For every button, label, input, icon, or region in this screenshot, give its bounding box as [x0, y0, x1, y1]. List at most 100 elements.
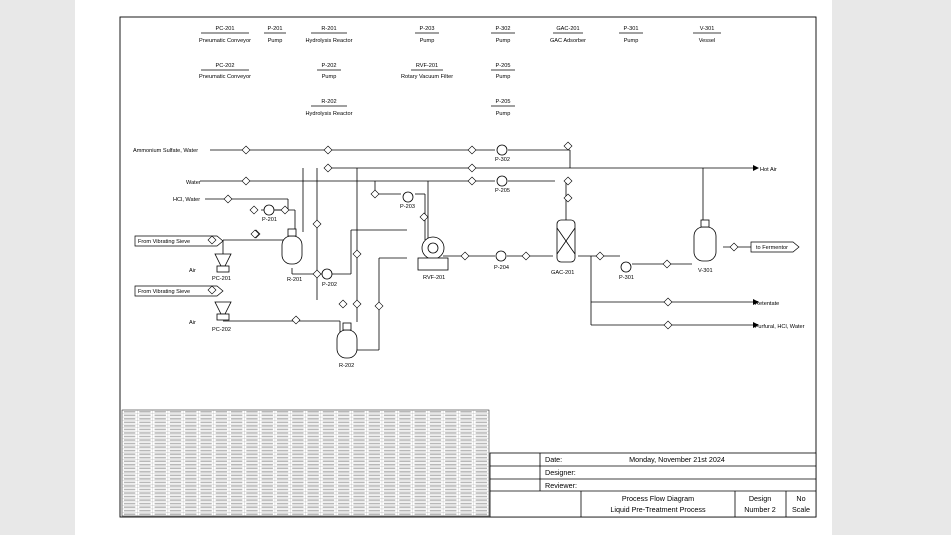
stream-table-cell	[475, 453, 487, 455]
stream-table-cell	[307, 495, 319, 498]
stream-table-cell	[139, 492, 151, 494]
stream-table-cell	[215, 513, 228, 515]
stream-table-cell	[124, 414, 136, 417]
legend-tag: R-202	[321, 99, 336, 105]
stream-table-cell	[368, 513, 380, 515]
tag-p205: P-205	[495, 188, 510, 194]
stream-table-cell	[414, 509, 426, 512]
stream-table	[121, 409, 490, 517]
stream-table-cell	[215, 414, 228, 417]
legend-tag: P-205	[496, 63, 511, 69]
stream-table-cell	[200, 425, 212, 427]
stream-table-cell	[124, 442, 136, 445]
stream-table-cell	[322, 506, 335, 508]
stream-table-cell	[414, 446, 426, 448]
tag-v301: V-301	[698, 268, 713, 274]
stream-table-cell	[429, 464, 442, 466]
stream-table-cell	[475, 421, 487, 424]
stream-table-cell	[154, 506, 166, 508]
stream-table-cell	[399, 499, 411, 501]
stream-table-cell	[475, 467, 487, 470]
stream-table-cell	[414, 474, 426, 477]
stream-table-cell	[292, 481, 304, 484]
tag-r202: R-202	[339, 363, 354, 369]
legend-name: Pneumatic Conveyor	[199, 74, 251, 80]
stream-table-cell	[353, 495, 365, 498]
stream-table-cell	[353, 453, 365, 455]
stream-table-cell	[429, 414, 442, 417]
stream-table-cell	[215, 506, 228, 508]
stream-table-cell	[154, 432, 166, 434]
stream-table-cell	[414, 435, 426, 438]
stream-table-cell	[475, 481, 487, 484]
stream-table-cell	[322, 492, 335, 494]
stream-table-cell	[231, 488, 243, 491]
stream-table-cell	[292, 439, 304, 441]
stream-table-cell	[383, 449, 396, 452]
stream-table-cell	[460, 442, 472, 445]
stream-table-cell	[185, 432, 197, 434]
stream-table-cell	[445, 435, 457, 438]
stream-table-cell	[261, 513, 273, 515]
stream-table-cell	[292, 435, 304, 438]
stream-table-cell	[429, 432, 442, 434]
stream-table-cell	[429, 456, 442, 459]
stream-table-cell	[292, 449, 304, 452]
stream-table-cell	[383, 464, 396, 466]
stream-table-cell	[215, 488, 228, 491]
stream-table-cell	[460, 449, 472, 452]
pumps	[263, 144, 632, 280]
stream-table-cell	[307, 439, 319, 441]
sheet-border	[119, 16, 817, 518]
pump-p201	[263, 204, 275, 216]
stream-table-cell	[429, 474, 442, 477]
stream-table-cell	[368, 495, 380, 498]
stream-table-cell	[368, 411, 380, 413]
stream-table-cell	[322, 478, 335, 480]
stream-table-cell	[139, 456, 151, 459]
stream-table-cell	[399, 446, 411, 448]
stream-table-cell	[383, 495, 396, 498]
stream-table-cell	[322, 421, 335, 424]
stream-table-cell	[445, 421, 457, 424]
stream-table-cell	[445, 425, 457, 427]
stream-table-cell	[307, 435, 319, 438]
stream-table-cell	[460, 481, 472, 484]
stream-table-cell	[383, 435, 396, 438]
stream-table-cell	[414, 439, 426, 441]
stream-table-cell	[460, 467, 472, 470]
stream-table-cell	[215, 502, 228, 505]
tag-r201: R-201	[287, 277, 302, 283]
stream-table-cell	[338, 467, 350, 470]
stream-table-cell	[231, 456, 243, 459]
stream-table-cell	[368, 506, 380, 508]
stream-table-cell	[383, 439, 396, 441]
stream-table-cell	[292, 432, 304, 434]
legend-name: Pump	[496, 111, 511, 117]
stream-table-cell	[368, 460, 380, 462]
legend-rvf201: RVF-201 Rotary Vacuum Filter	[401, 63, 453, 80]
legend-p301: P-301 Pump	[619, 26, 643, 44]
stream-table-cell	[307, 456, 319, 459]
stream-table-cell	[246, 418, 258, 420]
stream-table-cell	[353, 492, 365, 494]
stream-table-cell	[185, 467, 197, 470]
stream-table-cell	[292, 421, 304, 424]
stream-table-cell	[246, 446, 258, 448]
stream-table-cell	[276, 488, 289, 491]
stream-table-cell	[445, 509, 457, 512]
stream-table-cell	[322, 495, 335, 498]
tb-designer-label: Designer:	[545, 468, 576, 477]
stream-table-cell	[139, 411, 151, 413]
stream-table-cell	[338, 432, 350, 434]
stream-table-cell	[124, 485, 136, 487]
stream-table-cell	[276, 485, 289, 487]
stream-table-cell	[276, 453, 289, 455]
stream-table-cell	[246, 485, 258, 487]
stream-table-cell	[353, 460, 365, 462]
stream-table-cell	[200, 411, 212, 413]
stream-table-cell	[353, 446, 365, 448]
stream-table-cell	[322, 453, 335, 455]
stream-table-cell	[200, 506, 212, 508]
stream-table-cell	[185, 428, 197, 431]
